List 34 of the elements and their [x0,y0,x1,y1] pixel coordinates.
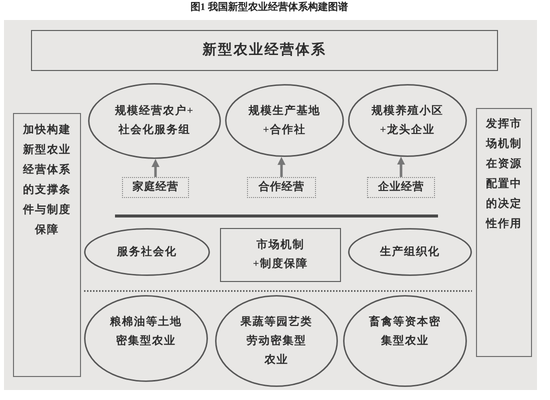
oval-node [348,84,467,157]
figure-title: 图1 我国新型农业经营体系构建图谱 [190,1,348,14]
node-label: 企业经营 [378,180,424,195]
oval-node [343,295,467,387]
oval-node [215,295,338,387]
node-label: 粮棉油等土地密集型农业 [108,314,183,349]
dashed-box [367,177,435,198]
node-label: 合作经营 [258,180,304,195]
oval-node [88,83,221,159]
node-label: 规模生产基地+合作社 [247,104,322,138]
side-panel [476,108,532,357]
process-box [31,30,498,71]
node-label: 规模养殖小区+龙头企业 [370,104,444,138]
dashed-box [247,177,316,198]
node-label: 规模经营农户+社会化服务组 [114,104,196,138]
node-label: 加快构建新型农业经营体系的支撑条件与制度保障 [22,122,72,238]
node-label: 生产组织化 [380,244,440,260]
dashed-box [122,177,189,198]
node-label: 新型农业经营体系 [202,41,326,60]
oval-node [225,84,344,157]
node-label: 发挥市场机制在资源配置中的决定性作用 [485,116,523,232]
oval-node [84,228,210,276]
node-label: 家庭经营 [132,180,178,195]
node-label: 市场机制+制度保障 [252,238,310,272]
side-panel [13,113,81,377]
arrow [397,156,405,177]
oval-node [84,295,208,382]
arrow [278,156,286,177]
node-label: 畜禽等资本密集型农业 [368,314,442,349]
process-box [220,228,341,282]
node-label: 服务社会化 [117,244,177,260]
oval-node [348,228,472,276]
arrow [152,158,160,177]
node-label: 果蔬等园艺类劳动密集型农业 [240,314,314,368]
